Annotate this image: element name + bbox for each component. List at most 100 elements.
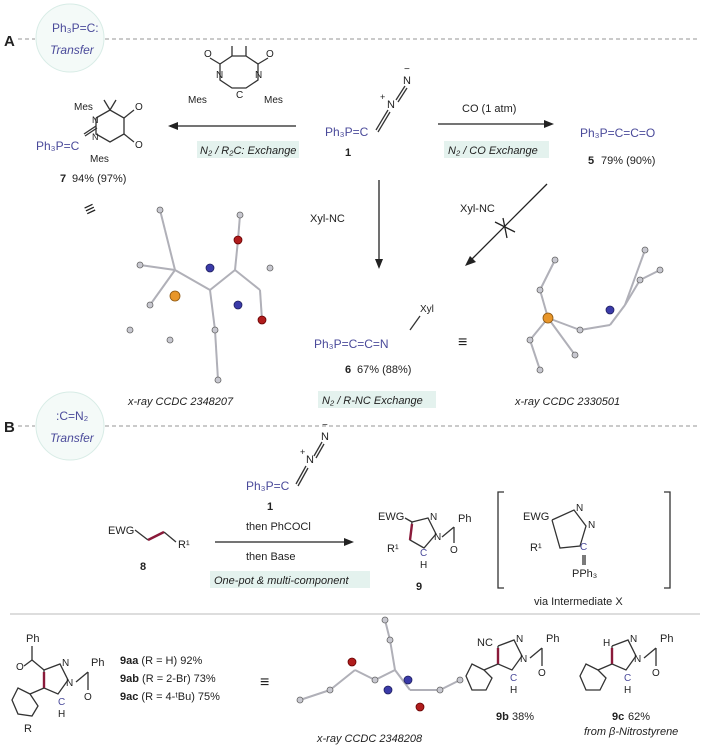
scope-r-label: R — [24, 723, 32, 735]
svg-text:C: C — [624, 673, 631, 684]
svg-text:O: O — [204, 49, 212, 60]
c9b-label: 9b — [496, 711, 509, 723]
svg-text:N: N — [387, 99, 395, 111]
scope-section: Ph O N N O Ph C H R 9aa (R = H) 92% 9ab … — [11, 616, 678, 745]
xray-right-structure — [526, 246, 664, 374]
inter-r1: R¹ — [530, 542, 542, 554]
svg-text:N: N — [92, 115, 99, 125]
co-reagent: CO (1 atm) — [462, 103, 516, 115]
product-label: 9 — [416, 581, 422, 593]
svg-text:N: N — [92, 132, 99, 142]
svg-text:H: H — [420, 560, 427, 571]
c9c-yield: 62% — [628, 711, 650, 723]
step-2: then Base — [246, 551, 296, 563]
section-b-badge — [35, 391, 105, 461]
svg-text:N: N — [255, 70, 262, 81]
svg-text:O: O — [135, 140, 143, 151]
c9c-source: from β-Nitrostyrene — [584, 726, 678, 738]
svg-text:N: N — [630, 634, 637, 645]
svg-text:−: − — [404, 64, 410, 75]
svg-text:C: C — [236, 90, 243, 101]
xray-right-caption: x-ray CCDC 2330501 — [514, 396, 620, 408]
svg-text:H: H — [624, 685, 631, 696]
product-9: EWG N N O Ph R¹ C H 9 — [378, 511, 471, 593]
svg-text:O: O — [266, 49, 274, 60]
inter-ewg: EWG — [523, 511, 549, 523]
scope-9a-structure: Ph O N N O Ph C H R — [11, 633, 104, 735]
compound-1-formula: Ph₃P=C — [325, 125, 369, 139]
svg-text:+: + — [300, 447, 305, 457]
scope-ph2: Ph — [91, 657, 104, 669]
substrate-ewg: EWG — [108, 525, 134, 537]
c9b-yield: 38% — [512, 711, 534, 723]
section-a-badge-formula: Ph₃P=C: — [52, 21, 99, 35]
compound-5-label: 5 — [588, 155, 594, 167]
intermediate-x: EWG N N R¹ C PPh₃ via Intermediate X — [497, 491, 671, 608]
svg-text:N: N — [66, 678, 73, 689]
svg-text:C: C — [580, 542, 587, 553]
product-ph: Ph — [458, 513, 471, 525]
equiv-left: ≡ — [81, 198, 99, 221]
svg-text:O: O — [84, 692, 92, 703]
svg-text:N: N — [430, 512, 437, 523]
conditions-badge — [210, 571, 370, 588]
svg-text:N: N — [62, 658, 69, 669]
svg-text:N: N — [321, 431, 329, 443]
svg-text:H: H — [510, 685, 517, 696]
c9b-nc: NC — [477, 637, 493, 649]
compound-7-formula: Ph₃P=C — [36, 139, 80, 153]
svg-text:N: N — [216, 70, 223, 81]
product-r1: R¹ — [387, 543, 399, 555]
compound-6-label: 6 — [345, 364, 351, 376]
section-a-letter: A — [4, 33, 15, 50]
compound-6-xyl: Xyl — [420, 304, 434, 315]
section-b-badge-label: Transfer — [50, 431, 95, 445]
section-b-letter: B — [4, 419, 15, 436]
svg-text:N: N — [403, 75, 411, 87]
section-a-badge — [35, 3, 105, 73]
scope-item-9ac: 9ac (R = 4-ᵗBu) 75% — [120, 691, 220, 703]
xyl-nc-right: Xyl-NC — [460, 203, 495, 215]
section-b-badge-formula: :C=N₂ — [56, 409, 89, 423]
c9c-ph: Ph — [660, 633, 673, 645]
xray-bottom-structure — [296, 616, 464, 712]
svg-text:+: + — [380, 92, 385, 102]
conditions-label: One-pot & multi-component — [214, 575, 349, 587]
svg-text:O: O — [16, 662, 24, 673]
xray-left-caption: x-ray CCDC 2348207 — [127, 396, 234, 408]
svg-text:O: O — [450, 545, 458, 556]
step-1: then PhCOCl — [246, 521, 311, 533]
svg-text:O: O — [538, 668, 546, 679]
svg-text:C: C — [58, 697, 65, 708]
section-a-badge-label: Transfer — [50, 43, 95, 57]
exchange-bottom-label: N₂ / R-NC Exchange — [322, 395, 423, 407]
compound-1-label: 1 — [345, 147, 351, 159]
carbene-reagent: O O N N C Mes Mes — [188, 46, 283, 106]
section-a: A Ph₃P=C: Transfer O O N N C Mes Mes N₂ … — [4, 3, 700, 408]
exchange-bottom-badge — [318, 391, 436, 408]
compound-1: Ph₃P=C N N + − 1 — [325, 64, 411, 159]
c9c-label: 9c — [612, 711, 624, 723]
mes-left: Mes — [188, 95, 207, 106]
svg-text:O: O — [135, 102, 143, 113]
svg-text:N: N — [588, 520, 595, 531]
svg-text:N: N — [634, 654, 641, 665]
reagent-1-formula: Ph₃P=C — [246, 479, 290, 493]
product-ewg: EWG — [378, 511, 404, 523]
reagent-1-label: 1 — [267, 501, 273, 513]
arrow-5-to-6-blocked — [467, 183, 548, 264]
svg-text:−: − — [322, 420, 328, 431]
xyl-nc-left: Xyl-NC — [310, 213, 345, 225]
substrate-r1: R¹ — [178, 539, 190, 551]
scope-item-9ab: 9ab (R = 2-Br) 73% — [120, 673, 216, 685]
substrate-label: 8 — [140, 561, 146, 573]
compound-9b: NC N N O Ph C H 9b 38% — [465, 633, 559, 723]
svg-text:N: N — [516, 634, 523, 645]
compound-6-formula: Ph₃P=C=C=N — [314, 337, 389, 351]
section-b: B :C=N₂ Transfer Ph₃P=C N N + − 1 then P… — [4, 391, 700, 608]
compound-9c: H N N O Ph C H 9c 62% from β-Nitrostyren… — [579, 633, 678, 738]
compound-7-yield: 94% (97%) — [72, 173, 126, 185]
equiv-right: ≡ — [458, 334, 467, 351]
svg-text:H: H — [58, 709, 65, 720]
